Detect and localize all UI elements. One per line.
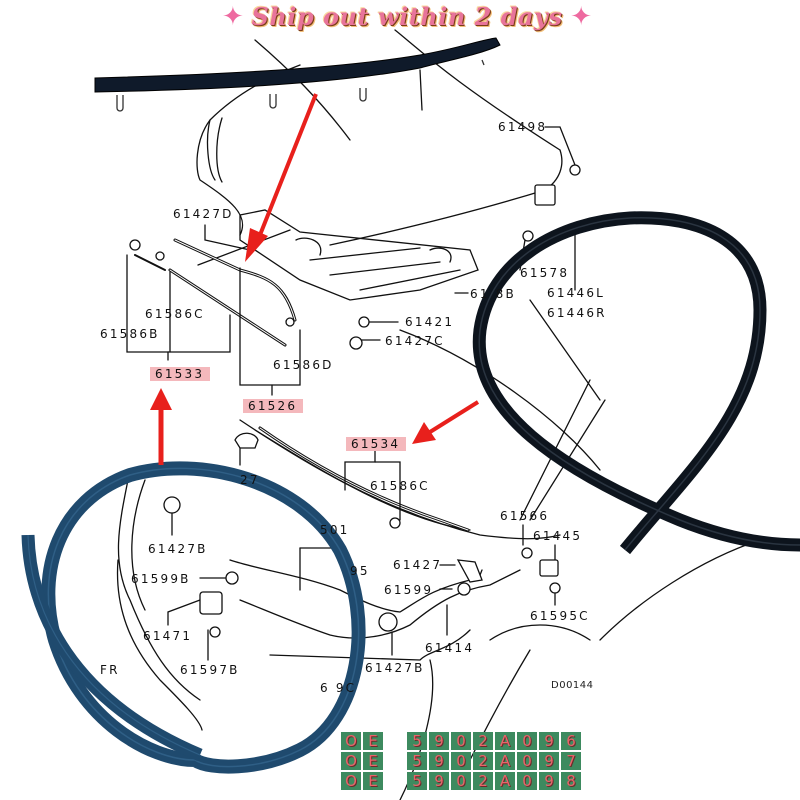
shipping-banner-text: Ship out within 2 days — [251, 2, 563, 31]
highlighted-part-label: 61534 — [346, 437, 407, 451]
part-label: 61 8B — [470, 287, 516, 301]
oe-cell: 9 — [429, 752, 449, 770]
oe-cell: 8 — [561, 772, 581, 790]
oe-cell: 9 — [429, 772, 449, 790]
oe-cell: 0 — [451, 752, 471, 770]
oe-cell: 5 — [407, 752, 427, 770]
part-label: 61427D — [173, 207, 234, 221]
sparkle-icon: ✦ — [222, 2, 244, 32]
right-seal-loop — [472, 211, 800, 555]
part-label: 61597B — [180, 663, 240, 677]
part-label: 6 9C — [320, 681, 357, 695]
oe-cell: 0 — [451, 732, 471, 750]
part-label: 27 — [240, 473, 260, 487]
oe-cell: 9 — [429, 732, 449, 750]
oe-cell: 9 — [539, 732, 559, 750]
part-label: 61586C — [145, 307, 205, 321]
oe-cell: 9 — [539, 752, 559, 770]
part-label: 61427B — [148, 542, 208, 556]
oe-cell: O — [341, 732, 361, 750]
part-label: 61445 — [533, 529, 583, 543]
oe-cell: 2 — [473, 772, 493, 790]
oe-cell: A — [495, 752, 515, 770]
part-label: 61578 — [520, 266, 570, 280]
sparkle-icon: ✦ — [570, 2, 592, 32]
oe-cell: 6 — [561, 732, 581, 750]
oe-prefix-grid: O E O E O E — [341, 732, 383, 790]
part-label: 61586C — [370, 479, 430, 493]
part-label: 61498 — [498, 120, 548, 134]
oe-cell: 7 — [561, 752, 581, 770]
oe-cell: E — [363, 772, 383, 790]
part-label: 501 — [320, 523, 350, 537]
diagram-code: D00144 — [551, 680, 594, 691]
left-seal-loop — [21, 461, 366, 774]
part-label: 61446L — [547, 286, 606, 300]
top-seal-strip — [94, 37, 501, 112]
part-label: 61471 — [143, 629, 193, 643]
part-label: 61421 — [405, 315, 455, 329]
oe-cell: 2 — [473, 732, 493, 750]
part-label: FR — [100, 663, 120, 677]
part-label: 61586D — [273, 358, 334, 372]
oe-cell: E — [363, 732, 383, 750]
oe-cell: O — [341, 772, 361, 790]
part-label: 61414 — [425, 641, 475, 655]
part-label: 61427 — [393, 558, 443, 572]
part-label: 61566 — [500, 509, 550, 523]
part-label: 61586B — [100, 327, 160, 341]
oe-cell: E — [363, 752, 383, 770]
part-label: 61595C — [530, 609, 590, 623]
highlighted-part-label: 61526 — [243, 399, 304, 413]
highlighted-part-label: 61533 — [150, 367, 211, 381]
shipping-banner: ✦ Ship out within 2 days ✦ — [222, 0, 592, 34]
oe-cell: 0 — [517, 732, 537, 750]
oe-cell: 5 — [407, 732, 427, 750]
oe-cell: 5 — [407, 772, 427, 790]
oe-cell: O — [341, 752, 361, 770]
part-label: 61446R — [547, 306, 607, 320]
oe-cell: 0 — [517, 752, 537, 770]
part-label: 61599 — [384, 583, 434, 597]
oe-cell: A — [495, 772, 515, 790]
oe-cell: 0 — [451, 772, 471, 790]
oe-cell: 0 — [517, 772, 537, 790]
oe-number-grid: 5 9 0 2 A 0 9 6 5 9 0 2 A 0 9 7 5 9 0 2 … — [407, 732, 581, 790]
part-label: 61427C — [385, 334, 445, 348]
red-arrows — [150, 93, 480, 465]
oe-cell: 2 — [473, 752, 493, 770]
oe-cell: 9 — [539, 772, 559, 790]
oe-cell: A — [495, 732, 515, 750]
part-label: 61427B — [365, 661, 425, 675]
part-label: 95 — [350, 564, 370, 578]
part-label: 61599B — [131, 572, 191, 586]
